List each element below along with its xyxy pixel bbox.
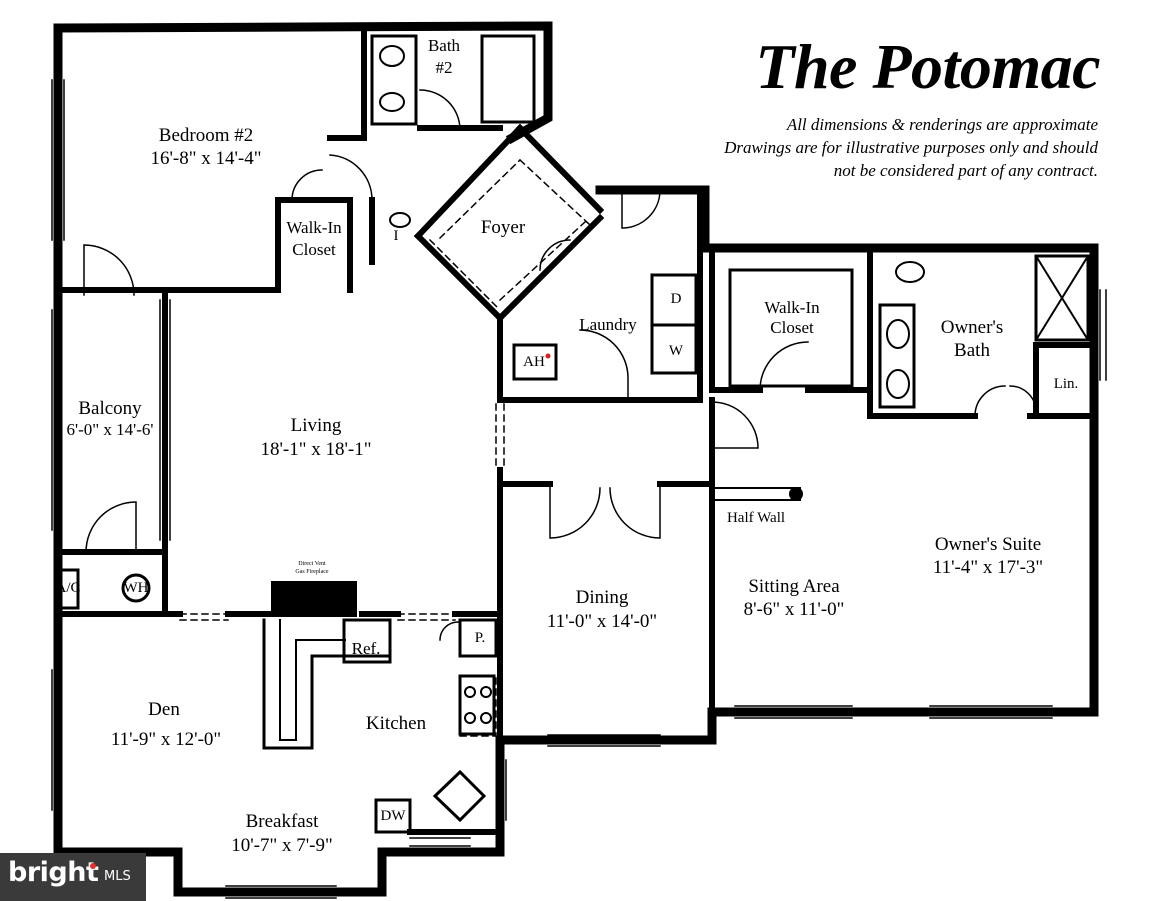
bright-mls-logo: bright MLS <box>0 853 146 901</box>
breakfast-label: Breakfast <box>245 811 319 832</box>
closet-i-label: I <box>393 228 399 244</box>
dining-dims: 11'-0" x 14'-0" <box>546 611 658 632</box>
pantry-label: P. <box>474 630 486 646</box>
linen-label: Lin. <box>1053 376 1079 392</box>
bedroom2-label: Bedroom #2 <box>158 125 254 146</box>
logo-brand: bright <box>8 857 99 888</box>
fireplace-label-1: Direct Vent <box>298 561 326 567</box>
dishwasher-label: DW <box>380 808 406 824</box>
ac-label: A/C <box>55 580 81 596</box>
walkin-closet-owner-sub: Closet <box>770 318 814 337</box>
den-label: Den <box>148 699 180 720</box>
owners-bath-sub: Bath <box>954 340 990 361</box>
sitting-area-label: Sitting Area <box>748 576 840 597</box>
owners-suite-label: Owner's Suite <box>934 534 1042 555</box>
fireplace-label-2: Gas Fireplace <box>295 569 329 575</box>
doors <box>83 89 1037 641</box>
walkin-closet-bed2-label: Walk-In <box>286 218 342 237</box>
bath2-sub: #2 <box>435 58 453 77</box>
logo-suffix: MLS <box>104 869 131 884</box>
disclaimer-line-1: All dimensions & renderings are approxim… <box>786 115 1098 134</box>
living-label: Living <box>290 415 342 436</box>
disclaimer-line-2: Drawings are for illustrative purposes o… <box>724 138 1098 157</box>
sitting-area-dims: 8'-6" x 11'-0" <box>743 599 845 620</box>
dashed-openings <box>179 158 592 737</box>
den-dims: 11'-9" x 12'-0" <box>110 729 222 750</box>
plan-title: The Potomac <box>755 31 1100 102</box>
bedroom2-dims: 16'-8" x 14'-4" <box>150 148 262 169</box>
dining-label: Dining <box>575 587 629 608</box>
water-heater-label: WH <box>123 580 149 596</box>
laundry-label: Laundry <box>579 315 637 334</box>
disclaimer-line-3: not be considered part of any contract. <box>833 161 1098 180</box>
logo-dot-icon <box>90 863 96 869</box>
breakfast-dims: 10'-7" x 7'-9" <box>231 835 333 856</box>
half-wall <box>711 487 801 501</box>
refrigerator-label: Ref. <box>351 639 381 658</box>
walkin-closet-owner-label: Walk-In <box>764 298 820 317</box>
foyer-label: Foyer <box>480 217 526 238</box>
air-handler-label: AH <box>523 354 545 370</box>
washer-label: W <box>668 343 684 359</box>
living-dims: 18'-1" x 18'-1" <box>260 439 372 460</box>
bath2-label: Bath <box>427 36 461 55</box>
kitchen-label: Kitchen <box>365 713 427 734</box>
half-wall-label: Half Wall <box>726 510 786 526</box>
walkin-closet-bed2-sub: Closet <box>292 240 336 259</box>
owners-bath-label: Owner's <box>940 317 1004 338</box>
windows <box>51 79 1107 899</box>
dryer-label: D <box>670 291 682 307</box>
balcony-label: Balcony <box>78 398 142 419</box>
interior-walls <box>55 27 1097 835</box>
balcony-dims: 6'-0" x 14'-6' <box>66 420 154 439</box>
owners-suite-dims: 11'-4" x 17'-3" <box>932 557 1044 578</box>
